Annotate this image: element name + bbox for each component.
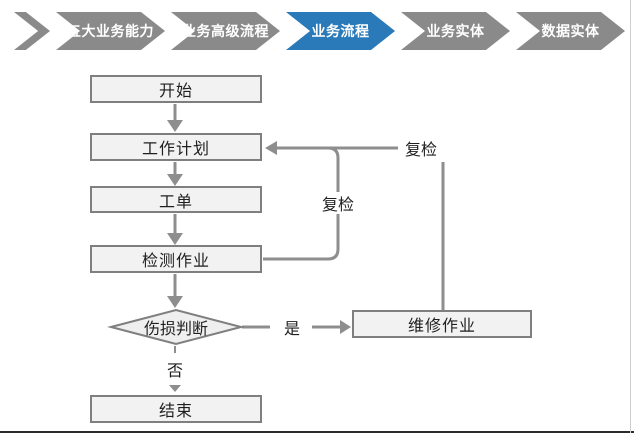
tab-business-highlevel-process[interactable]: 业务高级流程 — [171, 12, 280, 50]
arrowhead-left-icon — [265, 141, 277, 155]
arrowhead-small-down-icon — [169, 385, 181, 392]
tab-five-business-capabilities[interactable]: 五大业务能力 — [56, 12, 165, 50]
edge-label-recheck-outer: 复检 — [400, 137, 442, 159]
flow-node-damage-decision: 伤损判断 — [111, 316, 241, 338]
flow-node-label: 工作计划 — [141, 141, 210, 158]
flow-node-label: 工单 — [158, 193, 193, 211]
edge-label-no: 否 — [162, 358, 188, 380]
page-right-border — [630, 0, 631, 433]
arrowhead-down-icon — [167, 120, 183, 132]
edge-label-text: 复检 — [321, 197, 354, 214]
edge-label-recheck-inner: 复检 — [317, 192, 359, 214]
tab-label: 业务高级流程 — [182, 23, 269, 39]
breadcrumb: 五大业务能力 业务高级流程 业务流程 业务实体 数据实体 — [14, 12, 625, 50]
edge-label-text: 是 — [283, 321, 300, 338]
flow-node-decision-shape — [107, 308, 245, 346]
edge-label-text: 否 — [166, 363, 183, 380]
arrowhead-down-icon — [167, 174, 183, 186]
flow-node-label: 结束 — [158, 403, 193, 420]
edge-label-text: 复检 — [404, 142, 437, 159]
tab-label: 数据实体 — [541, 23, 600, 39]
flow-node-label: 伤损判断 — [143, 321, 208, 338]
page-bottom-border — [0, 431, 634, 433]
flow-node-work-order: 工单 — [90, 186, 262, 213]
edge-label-yes: 是 — [280, 316, 304, 338]
tab-label: 业务流程 — [311, 23, 370, 39]
tab-label: 五大业务能力 — [67, 23, 154, 39]
flow-node-start: 开始 — [90, 75, 262, 103]
arrowhead-down-icon — [167, 233, 183, 245]
flow-node-repair: 维修作业 — [352, 310, 532, 338]
arrowhead-right-icon — [340, 320, 351, 334]
arrowhead-down-icon — [167, 296, 183, 308]
tab-label: 业务实体 — [426, 23, 485, 39]
flow-node-work-plan: 工作计划 — [90, 133, 262, 161]
flow-node-label: 维修作业 — [407, 318, 476, 335]
flow-node-inspection: 检测作业 — [90, 245, 262, 273]
tab-data-entity[interactable]: 数据实体 — [516, 12, 625, 50]
flow-node-label: 检测作业 — [141, 253, 210, 270]
flow-node-end: 结束 — [90, 395, 262, 423]
flow-node-label: 开始 — [158, 83, 193, 100]
